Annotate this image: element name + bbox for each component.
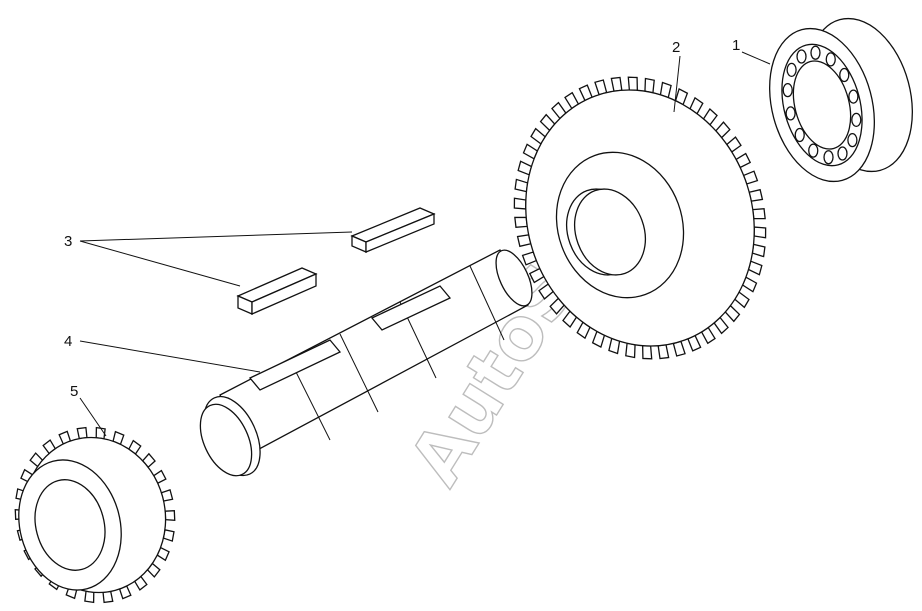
callout-5: 5 bbox=[70, 383, 78, 400]
bearing-roller bbox=[796, 49, 807, 64]
gear-tooth bbox=[627, 76, 639, 91]
gear-tooth bbox=[514, 178, 529, 193]
gear-tooth bbox=[641, 345, 653, 360]
gear-tooth bbox=[76, 426, 88, 440]
gear-tooth bbox=[752, 208, 766, 220]
callout-2: 2 bbox=[672, 39, 680, 56]
bearing-roller bbox=[839, 67, 850, 83]
small-spur-gear bbox=[14, 426, 176, 604]
callout-4: 4 bbox=[64, 333, 72, 350]
gear-tooth bbox=[644, 77, 655, 94]
bearing-roller bbox=[808, 143, 819, 158]
leader-shaft bbox=[79, 340, 261, 373]
bearing-roller bbox=[851, 112, 862, 127]
bearing-roller bbox=[847, 133, 858, 148]
gear-tooth bbox=[514, 216, 528, 228]
bearing-roller bbox=[823, 150, 834, 165]
leader-large-gear bbox=[673, 55, 681, 113]
leader-key-lower bbox=[79, 240, 241, 287]
gear-tooth bbox=[513, 197, 527, 210]
leader-key-upper bbox=[79, 231, 353, 242]
roller-bearing bbox=[769, 17, 913, 183]
splined-shaft bbox=[199, 249, 533, 477]
gear-tooth bbox=[84, 590, 95, 604]
leader-small-gear bbox=[79, 397, 107, 437]
leader-bearing bbox=[741, 51, 771, 65]
bearing-roller bbox=[785, 106, 796, 121]
gear-tooth bbox=[657, 344, 670, 360]
callout-1: 1 bbox=[732, 37, 740, 54]
callout-3: 3 bbox=[64, 233, 72, 250]
bearing-roller bbox=[848, 89, 859, 104]
gear-tooth bbox=[625, 342, 636, 359]
bearing-roller bbox=[825, 52, 836, 67]
bearing-roller bbox=[786, 62, 797, 77]
gear-tooth bbox=[753, 226, 767, 239]
bearing-roller bbox=[782, 83, 793, 98]
gear-tooth bbox=[164, 509, 176, 522]
leader-lines bbox=[79, 51, 771, 437]
gear-tooth bbox=[751, 243, 766, 258]
gear-tooth bbox=[102, 590, 114, 604]
large-spur-gear bbox=[513, 76, 767, 360]
bearing-roller bbox=[837, 146, 848, 161]
parallel-keys bbox=[236, 207, 436, 315]
gear-tooth bbox=[610, 76, 623, 92]
bearing-roller bbox=[810, 45, 821, 60]
bearing-roller bbox=[794, 127, 805, 143]
